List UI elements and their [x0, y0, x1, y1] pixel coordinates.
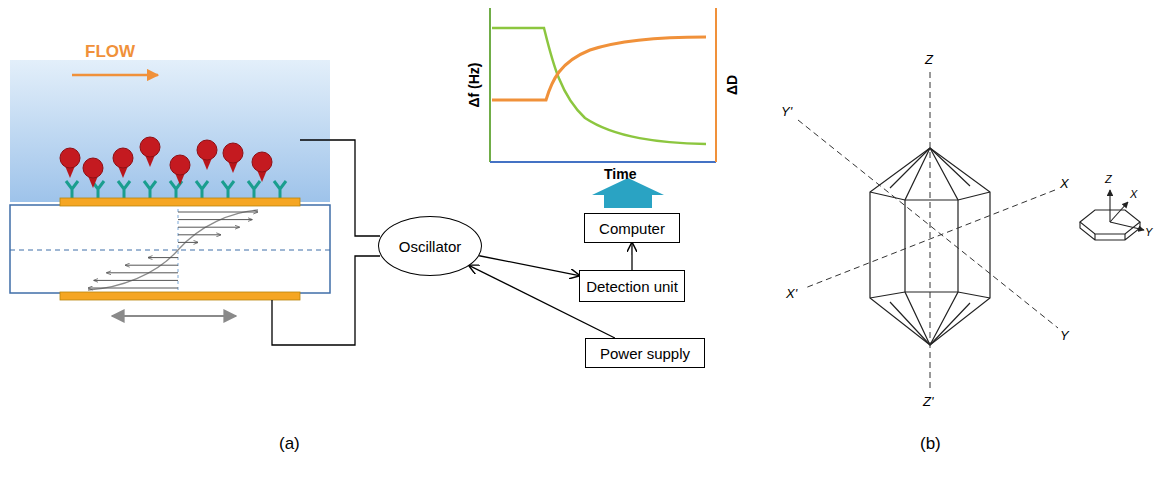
axis-name: Z' — [923, 394, 933, 409]
node-label: Oscillator — [399, 238, 462, 255]
bottom-electrode — [60, 292, 300, 300]
crystal-axes — [798, 72, 1058, 392]
axis-name: Z — [1105, 173, 1112, 185]
x-axis — [490, 161, 716, 163]
shear-profile — [88, 210, 258, 290]
axis-name: Y — [1060, 328, 1069, 343]
frequency-curve — [492, 28, 706, 144]
axis-name: Y' — [781, 104, 792, 119]
axis-name: Y — [1145, 226, 1152, 238]
oscillation-arrow — [112, 315, 236, 317]
output-arrow — [592, 178, 664, 208]
panel-label: (a) — [279, 434, 300, 454]
axis-label: ΔD — [724, 75, 740, 95]
oscillator-ellipse: Oscillator — [378, 216, 482, 276]
top-electrode — [60, 198, 300, 206]
axis-name: X' — [786, 286, 797, 301]
detection-unit-box: Detection unit — [579, 270, 685, 302]
wire — [272, 256, 380, 345]
y2-axis — [715, 8, 717, 162]
shear-arrows — [88, 212, 257, 288]
power-supply-box: Power supply — [585, 338, 705, 368]
axis-label: Time — [604, 166, 636, 182]
quartz-crystal — [10, 205, 330, 293]
computer-box: Computer — [584, 213, 680, 243]
node-label: Power supply — [600, 345, 690, 362]
panel-label: (b) — [920, 434, 941, 454]
node-label: Computer — [599, 220, 665, 237]
flow-chamber — [10, 60, 330, 202]
axis-name: Z — [925, 52, 933, 67]
wire — [300, 140, 380, 236]
flow-arrow — [72, 74, 158, 77]
biomolecules — [60, 137, 286, 198]
axis-name: X — [1130, 188, 1137, 200]
y-axis — [489, 8, 491, 162]
axis-name: X — [1060, 176, 1069, 191]
flow-label: FLOW — [85, 42, 135, 62]
node-label: Detection unit — [586, 278, 678, 295]
connector-arrow — [631, 243, 632, 270]
center-plane — [10, 250, 330, 251]
axis-label: Δf (Hz) — [466, 62, 482, 107]
dissipation-curve — [492, 37, 706, 100]
connector-arrow — [479, 256, 579, 276]
